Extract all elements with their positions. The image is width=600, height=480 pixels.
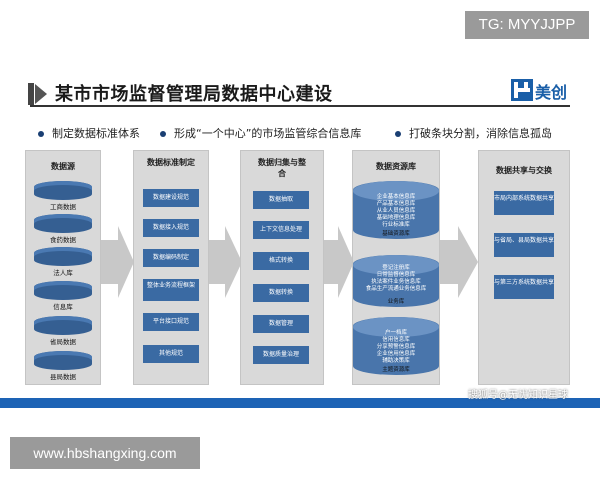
cylinder-caption: 基础资源库 — [382, 231, 410, 237]
cylinder-line: 信用信息库 — [382, 337, 410, 343]
cylinder-line: 企业信用信息库 — [376, 351, 416, 357]
panel-data-integration: 数据归集与整合 数据抽取 上下文信息处理 格式转换 数据转换 数据管理 数据质量… — [240, 150, 324, 385]
footer-band — [0, 398, 600, 408]
source-label: 食药数据 — [50, 236, 76, 244]
title-marker — [28, 83, 34, 105]
cylinder-lines: 登记注册库 日常监督信息库 执法案件业务信息库 食品生产流通业务信息库 — [353, 265, 439, 293]
resource-cylinder-topic: 户一档库 信用信息库 分享预警信息库 企业信用信息库 辅助决策库 主题资源库 — [353, 317, 439, 375]
cylinder-line: 基础地理信息库 — [376, 215, 416, 221]
cylinder-line: 户一档库 — [384, 330, 407, 336]
share-item: 市局内部系统数据共享 — [494, 191, 554, 215]
cylinder-top-icon — [353, 255, 439, 275]
flow-arrows — [98, 226, 478, 298]
integration-item: 数据抽取 — [253, 191, 309, 209]
integration-item: 上下文信息处理 — [253, 221, 309, 239]
integration-item: 数据管理 — [253, 315, 309, 333]
cylinder-line: 辅助决策库 — [382, 358, 410, 364]
source-label: 省局数据 — [50, 338, 76, 346]
title-arrow-marker — [35, 84, 47, 104]
standard-item: 数据编码制定 — [143, 249, 199, 267]
source-label: 工商数据 — [50, 203, 76, 211]
bullet-dot-icon — [38, 131, 44, 137]
cylinder-top-icon — [353, 317, 439, 337]
source-label: 法人库 — [53, 269, 73, 277]
flow-arrow-4 — [438, 226, 478, 298]
standard-item: 其他规范 — [143, 345, 199, 363]
brand-logo: 美创 — [511, 79, 571, 103]
source-label: 信息库 — [53, 303, 73, 311]
bullet-3: 打破条块分割，消除信息孤岛 — [395, 126, 575, 141]
panel-data-resource: 数据资源库 企业基本信息库 产品基本信息库 从业人员信息库 基础地理信息库 行业… — [352, 150, 440, 385]
bullet-dot-icon — [160, 131, 166, 137]
bullet-text: 制定数据标准体系 — [52, 127, 140, 140]
flow-arrow-3 — [320, 226, 354, 298]
watermark-sohu: 搜狐号@无忧知识星球 — [468, 390, 568, 401]
standard-item: 平台接口规范 — [143, 313, 199, 331]
integration-item: 数据质量治理 — [253, 346, 309, 364]
database-cylinder-icon — [34, 316, 92, 335]
title-underline — [30, 105, 570, 107]
cylinder-lines: 企业基本信息库 产品基本信息库 从业人员信息库 基础地理信息库 行业标准库 — [353, 194, 439, 229]
database-cylinder-icon — [34, 247, 92, 266]
panel-data-share: 数据共享与交换 市局内部系统数据共享 与省局、县局数据共享 与第三方系统数据共享 — [478, 150, 570, 385]
watermark-telegram: TG: MYYJJPP — [465, 11, 589, 39]
cylinder-line: 企业基本信息库 — [376, 194, 416, 200]
source-label: 县局数据 — [50, 373, 76, 381]
flow-arrow-2 — [205, 226, 242, 298]
cylinder-caption: 业务库 — [387, 299, 405, 305]
database-cylinder-icon — [34, 214, 92, 233]
page-title: 某市市场监督管理局数据中心建设 — [55, 84, 333, 105]
database-cylinder-icon — [34, 351, 92, 370]
database-cylinder-icon — [34, 281, 92, 300]
share-item: 与第三方系统数据共享 — [494, 275, 554, 299]
cylinder-line: 登记注册库 — [382, 265, 410, 271]
cylinder-caption: 主题资源库 — [382, 367, 410, 373]
cylinder-line: 执法案件业务信息库 — [371, 279, 421, 285]
bullet-text: 打破条块分割，消除信息孤岛 — [409, 127, 552, 140]
standard-item: 整体业务流程框架 — [143, 279, 199, 301]
panel-title: 数据归集与整合 — [258, 158, 306, 178]
panel-title: 数据共享与交换 — [496, 166, 552, 175]
bullet-dot-icon — [395, 131, 401, 137]
database-cylinder-icon — [34, 181, 92, 200]
resource-cylinder-business: 登记注册库 日常监督信息库 执法案件业务信息库 食品生产流通业务信息库 业务库 — [353, 255, 439, 307]
panel-title: 数据资源库 — [376, 162, 416, 171]
panel-title: 数据标准制定 — [147, 158, 195, 167]
flow-arrow-1 — [98, 226, 134, 298]
bullet-text: 形成“一个中心”的市场监管综合信息库 — [174, 127, 362, 140]
logo-text: 美创 — [535, 83, 568, 102]
panel-data-source: 数据源 工商数据 食药数据 法人库 信息库 省局数据 县局数据 — [25, 150, 101, 385]
bullet-1: 制定数据标准体系 — [38, 126, 178, 141]
resource-cylinder-basic: 企业基本信息库 产品基本信息库 从业人员信息库 基础地理信息库 行业标准库 基础… — [353, 181, 439, 239]
logo-mark-icon — [511, 79, 533, 101]
cylinder-line: 日常监督信息库 — [376, 272, 416, 278]
cylinder-lines: 户一档库 信用信息库 分享预警信息库 企业信用信息库 辅助决策库 — [353, 330, 439, 365]
panel-title: 数据源 — [51, 162, 75, 171]
integration-item: 数据转换 — [253, 284, 309, 302]
standard-item: 数据接入规范 — [143, 219, 199, 237]
cylinder-line: 分享预警信息库 — [376, 344, 416, 350]
integration-item: 格式转换 — [253, 252, 309, 270]
panel-data-standard: 数据标准制定 数据建设规范 数据接入规范 数据编码制定 整体业务流程框架 平台接… — [133, 150, 209, 385]
cylinder-line: 从业人员信息库 — [376, 208, 416, 214]
cylinder-line: 产品基本信息库 — [376, 201, 416, 207]
cylinder-line: 行业标准库 — [382, 222, 410, 228]
bullet-2: 形成“一个中心”的市场监管综合信息库 — [160, 126, 370, 141]
share-item: 与省局、县局数据共享 — [494, 233, 554, 257]
standard-item: 数据建设规范 — [143, 189, 199, 207]
cylinder-top-icon — [353, 181, 439, 201]
cylinder-line: 食品生产流通业务信息库 — [365, 286, 427, 292]
watermark-url: www.hbshangxing.com — [10, 437, 200, 469]
